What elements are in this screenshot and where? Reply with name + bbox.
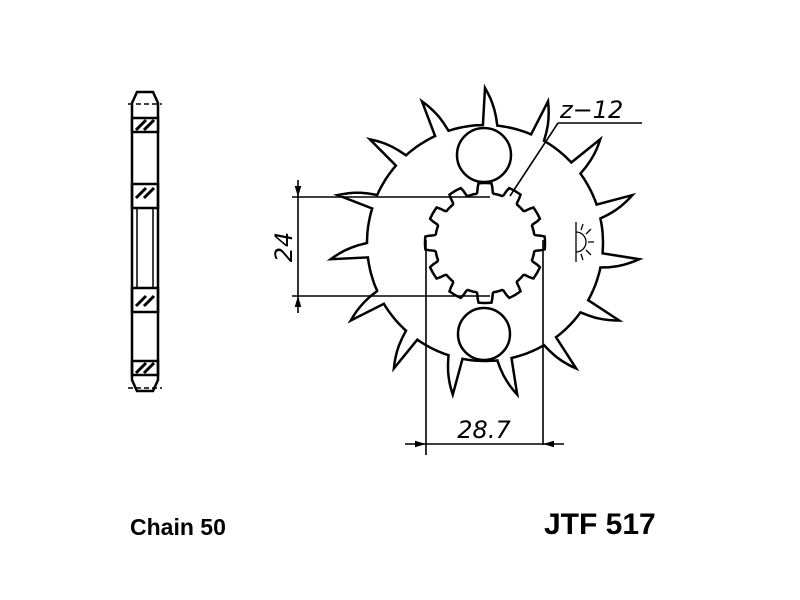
- lightening-hole-top: [455, 126, 513, 184]
- chain-label: Chain 50: [130, 514, 226, 540]
- spline-bore: [423, 181, 547, 305]
- side-view: [128, 90, 162, 393]
- lightening-hole-bottom: [456, 306, 512, 362]
- sprocket-outline: [326, 83, 644, 400]
- sun-symbol: [575, 222, 594, 262]
- dimension-lines: [292, 122, 642, 455]
- dim-width-label: 28.7: [457, 416, 511, 444]
- dim-height-label: 24: [270, 232, 298, 263]
- tooth-count-label: z−12: [559, 96, 623, 124]
- part-number: JTF 517: [544, 508, 656, 541]
